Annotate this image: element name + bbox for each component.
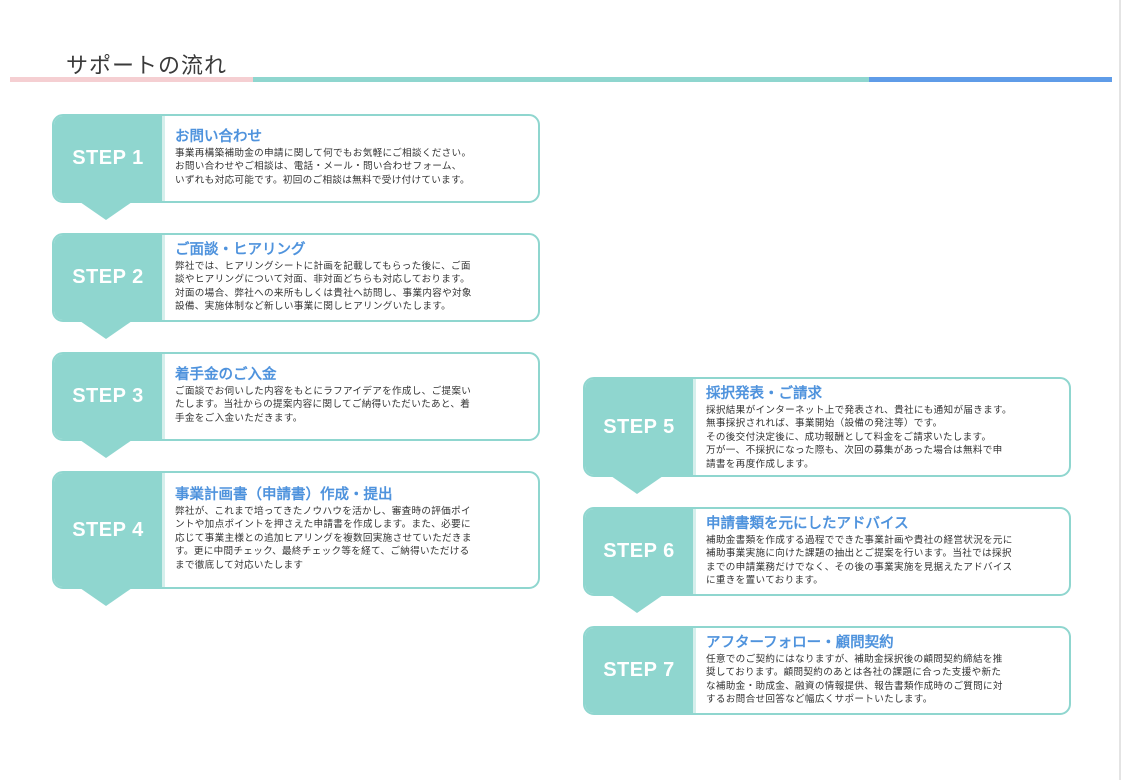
step-line: お問い合わせやご相談は、電話・メール・問い合わせフォーム、 [175,161,462,173]
step-badge: STEP 5 [585,379,693,475]
step-line: 談やヒアリングについて対面、非対面どちらも対応しております。 [175,274,470,286]
step-card: STEP 2 ご面談・ヒアリング 弊社では、ヒアリングシートに計画を記載してもら… [52,233,540,322]
down-arrow-icon [80,440,132,458]
step-line: 請書を再度作成します。 [706,458,814,470]
step-line: に重きを置いております。 [706,575,824,587]
step-card: STEP 4 事業計画書（申請書）作成・提出 弊社が、これまで培ってきたノウハウ… [52,471,540,589]
step-card: STEP 3 着手金のご入金 ご面談でお伺いした内容をもとにラフアイデアを作成し… [52,352,540,441]
step-badge: STEP 6 [585,509,693,594]
step-line: までの申請業務だけでなく、その後の事業実施を見据えたアドバイス [706,561,1013,573]
step-badge: STEP 7 [585,628,693,713]
divider [162,116,165,201]
step-line: ントや加点ポイントを押さえた申請書を作成します。また、必要に [175,519,471,531]
step-card: STEP 5 採択発表・ご請求 採択結果がインターネット上で発表され、貴社にも通… [583,377,1071,477]
step-line: 弊社では、ヒアリングシートに計画を記載してもらった後に、ご面 [175,261,471,272]
down-arrow-icon [611,476,663,494]
title-underline-pink [10,77,253,82]
step-line: 無事採択されれば、事業開始（設備の発注等）です。 [706,418,943,430]
step-line: 対面の場合、弊社への来所もしくは貴社へ訪問し、事業内容や対象 [175,287,472,299]
step-line: 奨しております。顧問契約のあとは各社の課題に合った支援や新た [706,667,1002,679]
step-heading: 申請書類を元にしたアドバイス [706,516,909,532]
step-line: 弊社が、これまで培ってきたノウハウを活かし、審査時の評価ポイ [175,506,471,517]
title-underline-teal [253,77,869,82]
step-card: STEP 6 申請書類を元にしたアドバイス 補助金書類を作成する過程でできた事業… [583,507,1071,596]
step-line: ご面談でお伺いした内容をもとにラフアイデアを作成し、ご提案い [175,386,472,397]
divider [162,354,165,439]
page-title: サポートの流れ [66,54,228,79]
page-right-border [1119,0,1121,780]
step-line: 手金をご入金いただきます。 [175,412,303,424]
step-badge: STEP 3 [54,354,162,439]
divider [693,379,696,475]
divider [693,509,696,594]
step-heading: 事業計画書（申請書）作成・提出 [175,487,393,503]
down-arrow-icon [80,321,132,339]
step-line: たします。当社からの提案内容に関してご納得いただいたあと、着 [175,399,471,411]
step-line: まで徹底して対応いたします [175,559,304,571]
divider [693,628,696,713]
step-line: な補助金・助成金、融資の情報提供、報告書類作成時のご質問に対 [706,680,1003,692]
step-line: す。更に中間チェック、最終チェック等を経て、ご納得いただける [175,546,470,558]
step-line: 応じて事業主様との追加ヒアリングを複数回実施させていただきま [175,532,472,544]
down-arrow-icon [80,202,132,220]
step-card: STEP 1 お問い合わせ 事業再構築補助金の申請に関して何でもお気軽にご相談く… [52,114,540,203]
down-arrow-icon [80,588,132,606]
step-badge: STEP 4 [54,473,162,587]
step-line: いずれも対応可能です。初回のご相談は無料で受け付けています。 [175,174,470,186]
divider [162,473,165,587]
step-heading: 着手金のご入金 [175,367,277,383]
step-line: 万が一、不採択になった際も、次回の募集があった場合は無料で申 [706,445,1003,457]
step-line: 事業再構築補助金の申請に関して何でもお気軽にご相談ください。 [175,148,472,159]
step-line: 任意でのご契約にはなりますが、補助金採択後の顧問契約締結を推 [706,654,1003,665]
down-arrow-icon [611,595,663,613]
step-line: 設備、実施体制など新しい事業に関しヒアリングいたします。 [175,301,452,313]
step-badge: STEP 1 [54,116,162,201]
step-line: 補助事業実施に向けた課題の抽出とご提案を行います。当社では採択 [706,548,1012,560]
step-badge: STEP 2 [54,235,162,320]
step-heading: ご面談・ヒアリング [175,242,306,258]
step-line: 補助金書類を作成する過程でできた事業計画や貴社の経営状況を元に [706,535,1013,546]
step-heading: 採択発表・ご請求 [706,386,822,402]
step-line: するお問合せ回答など幅広くサポートいたします。 [706,694,933,706]
step-heading: お問い合わせ [175,129,262,145]
step-line: 採択結果がインターネット上で発表され、貴社にも通知が届きます。 [706,405,1012,416]
step-line: その後交付決定後に、成功報酬として料金をご請求いたします。 [706,431,992,443]
title-underline-blue [869,77,1112,82]
divider [162,235,165,320]
step-heading: アフターフォロー・顧問契約 [706,635,894,651]
step-card: STEP 7 アフターフォロー・顧問契約 任意でのご契約にはなりますが、補助金採… [583,626,1071,715]
